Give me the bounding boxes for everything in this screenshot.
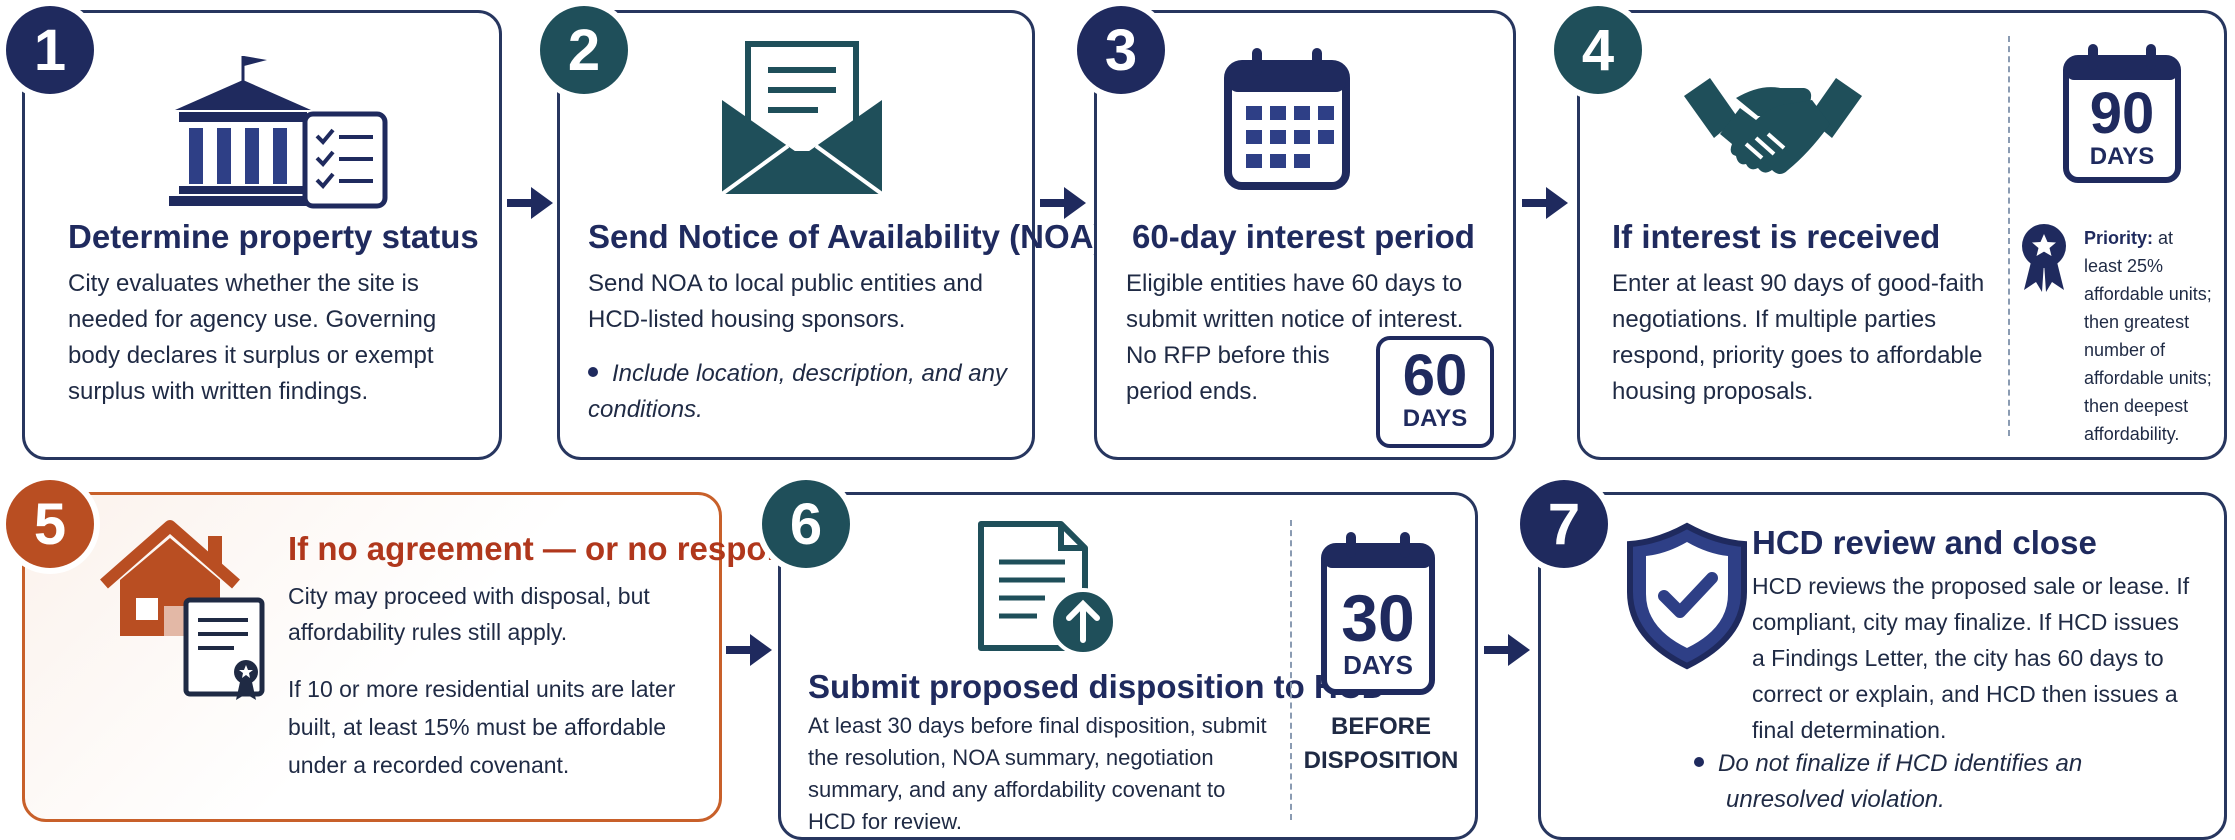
step-7-number-badge: 7 <box>1520 480 1608 568</box>
arrow-right-icon <box>1522 187 1568 219</box>
step-6-calendar-icon <box>1321 532 1435 695</box>
step-6-days-label: DAYS <box>1343 650 1413 680</box>
step-6-before-label: BEFORE DISPOSITION <box>1303 713 1459 774</box>
step-6-number-badge: 6 <box>762 480 850 568</box>
step-3-days-number: 60 <box>1402 343 1468 408</box>
step-4-priority: Priority: at least 25% affordable units;… <box>2084 224 2212 448</box>
arrow-right-icon <box>1484 634 1530 666</box>
step-4-days-badge: 90 DAYS <box>2074 84 2170 180</box>
award-ribbon-icon <box>2022 224 2066 292</box>
step-2-bullet: Include location, description, and any c… <box>588 356 1008 428</box>
calendar-icon <box>1224 48 1350 190</box>
step-3-body-line2: No RFP before this period ends. <box>1126 342 1330 405</box>
step-6-divider <box>1290 520 1292 820</box>
step-4-priority-label: Priority: <box>2084 228 2154 248</box>
step-2-bullet-text: Include location, description, and any c… <box>588 360 1007 423</box>
step-6-days-number: 30 <box>1341 581 1415 655</box>
step-6-days-badge: 30 DAYS <box>1324 584 1432 694</box>
step-2-title: Send Notice of Availability (NOA) <box>588 218 1105 255</box>
step-7-bullet: Do not finalize if HCD identifies an unr… <box>1694 746 2086 818</box>
step-3-days-badge: 60 DAYS <box>1376 336 1494 448</box>
bullet-dot-icon <box>1694 756 1704 767</box>
step-5-body-line2: If 10 or more residential units are late… <box>288 676 676 778</box>
step-1-number-badge: 1 <box>6 6 94 94</box>
step-3-days-label: DAYS <box>1402 405 1468 432</box>
step-7-body: HCD reviews the proposed sale or lease. … <box>1752 573 2190 743</box>
arrow-right-icon <box>1040 187 1086 219</box>
step-4-days-number: 90 <box>2089 81 2155 146</box>
step-4-priority-text: at least 25% affordable units; then grea… <box>2084 228 2212 444</box>
bullet-dot-icon <box>588 366 598 377</box>
step-1-card <box>22 10 502 460</box>
step-6-title: Submit proposed disposition to HCD <box>808 668 1386 705</box>
step-3-body-line1: Eligible entities have 60 days to submit… <box>1126 270 1464 333</box>
step-4-number-badge: 4 <box>1554 6 1642 94</box>
step-1-body: City evaluates whether the site is neede… <box>68 270 437 405</box>
step-4-body: Enter at least 90 days of good-faith neg… <box>1612 270 1985 405</box>
government-building-checklist-icon <box>169 56 388 209</box>
step-5-title: If no agreement — or no response <box>288 530 824 567</box>
step-7-title: HCD review and close <box>1752 524 2097 561</box>
step-2-body: Send NOA to local public entities and HC… <box>588 270 983 333</box>
step-2-number-badge: 2 <box>540 6 628 94</box>
step-3-title: 60-day interest period <box>1132 218 1475 255</box>
step-4-calendar-icon <box>2063 44 2181 183</box>
step-1-title: Determine property status <box>68 218 479 255</box>
step-7-bullet-text: Do not finalize if HCD identifies an unr… <box>1718 750 2083 813</box>
shield-check-icon <box>1627 522 1747 670</box>
step-4-divider <box>2008 36 2010 436</box>
envelope-icon <box>720 41 884 196</box>
arrow-right-icon <box>726 634 772 666</box>
step-6-body: At least 30 days before final dispositio… <box>808 713 1267 834</box>
house-document-icon <box>100 520 265 700</box>
step-3-number-badge: 3 <box>1077 6 1165 94</box>
step-5-body-line1: City may proceed with disposal, but affo… <box>288 583 650 645</box>
step-5-number-badge: 5 <box>6 480 94 568</box>
arrow-right-icon <box>507 187 553 219</box>
step-4-days-label: DAYS <box>2089 143 2155 170</box>
document-upload-icon <box>978 521 1117 656</box>
handshake-icon <box>1684 78 1862 174</box>
step-4-title: If interest is received <box>1612 218 1941 255</box>
